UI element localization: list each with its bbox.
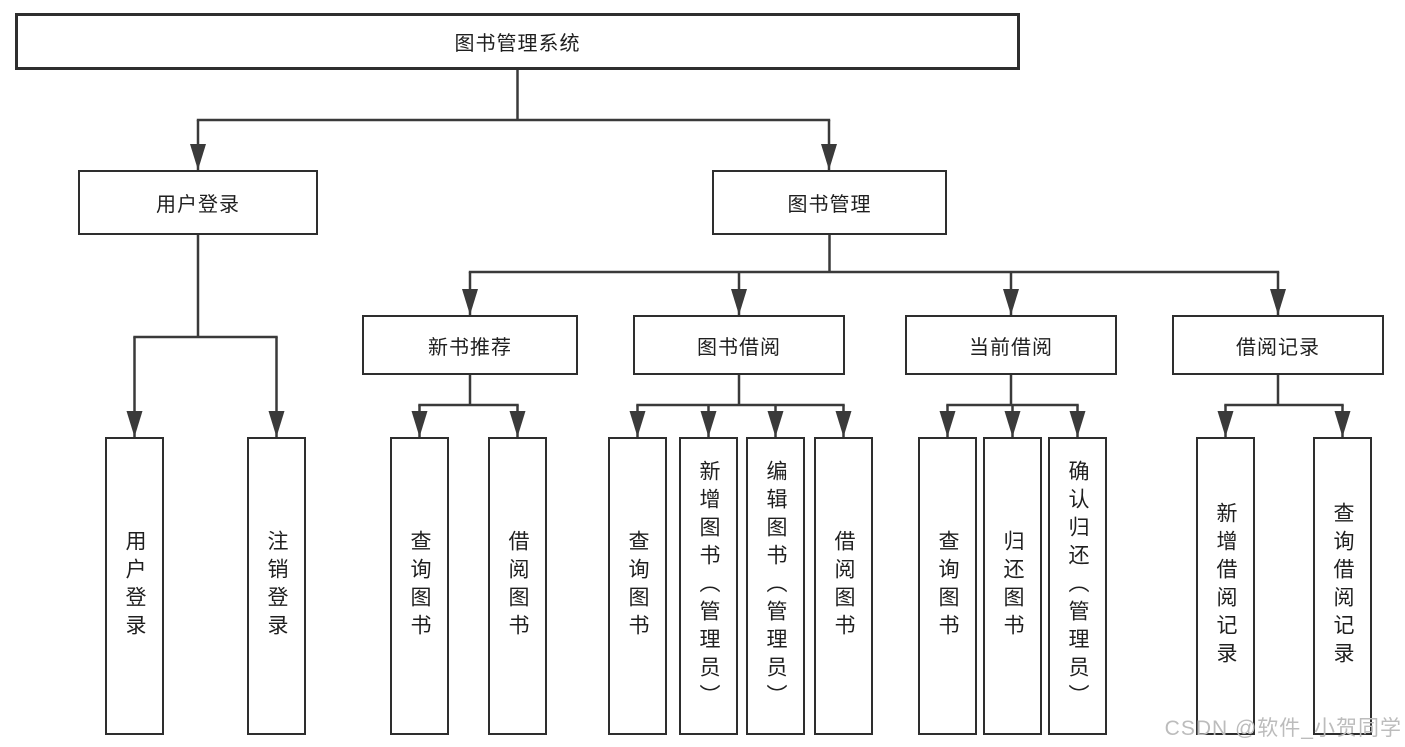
node-label: 确认归还（管理员） xyxy=(1066,460,1089,712)
leaf-query-books-recommend: 查询图书 xyxy=(390,437,449,735)
node-label: 查询图书 xyxy=(626,530,649,642)
leaf-logout: 注销登录 xyxy=(247,437,306,735)
node-new-book-recommend: 新书推荐 xyxy=(362,315,578,375)
leaf-query-books-borrow: 查询图书 xyxy=(608,437,667,735)
node-borrow-records: 借阅记录 xyxy=(1172,315,1384,375)
node-book-management: 图书管理 xyxy=(712,170,947,235)
node-label: 新书推荐 xyxy=(428,336,512,359)
node-label: 注销登录 xyxy=(265,530,288,642)
node-label: 用户登录 xyxy=(123,530,146,642)
node-label: 新增借阅记录 xyxy=(1214,502,1237,670)
node-current-borrow: 当前借阅 xyxy=(905,315,1117,375)
node-label: 编辑图书（管理员） xyxy=(764,460,787,712)
node-label: 图书管理 xyxy=(787,194,872,216)
leaf-add-books-admin: 新增图书（管理员） xyxy=(679,437,738,735)
leaf-query-books-current: 查询图书 xyxy=(918,437,977,735)
node-label: 归还图书 xyxy=(1001,530,1024,642)
node-label: 查询图书 xyxy=(936,530,959,642)
node-label: 当前借阅 xyxy=(969,336,1053,359)
node-label: 查询图书 xyxy=(408,530,431,642)
leaf-query-borrow-record: 查询借阅记录 xyxy=(1313,437,1372,735)
leaf-borrow-books-recommend: 借阅图书 xyxy=(488,437,547,735)
leaf-add-borrow-record: 新增借阅记录 xyxy=(1196,437,1255,735)
node-label: 新增图书（管理员） xyxy=(697,460,720,712)
node-label: 借阅图书 xyxy=(832,530,855,642)
node-label: 图书借阅 xyxy=(697,336,781,359)
leaf-edit-books-admin: 编辑图书（管理员） xyxy=(746,437,805,735)
node-library-management-system: 图书管理系统 xyxy=(15,13,1020,70)
node-label: 借阅记录 xyxy=(1236,336,1320,359)
leaf-borrow-books: 借阅图书 xyxy=(814,437,873,735)
node-user-login: 用户登录 xyxy=(78,170,318,235)
node-label: 查询借阅记录 xyxy=(1331,502,1354,670)
node-label: 借阅图书 xyxy=(506,530,529,642)
node-label: 图书管理系统 xyxy=(454,33,581,55)
node-book-borrow: 图书借阅 xyxy=(633,315,845,375)
leaf-return-books: 归还图书 xyxy=(983,437,1042,735)
leaf-confirm-return-admin: 确认归还（管理员） xyxy=(1048,437,1107,735)
node-label: 用户登录 xyxy=(156,194,240,216)
csdn-watermark: CSDN @软件_小贺同学 xyxy=(1164,717,1402,740)
leaf-user-login: 用户登录 xyxy=(105,437,164,735)
